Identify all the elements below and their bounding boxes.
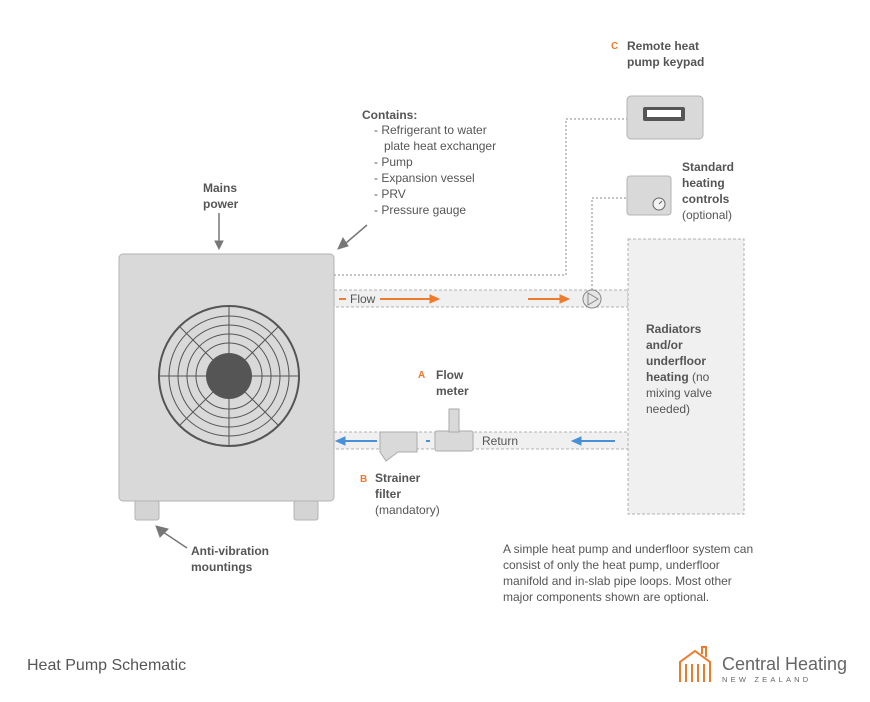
system-description: A simple heat pump and underfloor system…	[503, 542, 754, 604]
heating-controls-line: heating	[682, 176, 725, 190]
strainer-filter-label: Strainer filter (mandatory)	[375, 470, 440, 518]
radiators-label: Radiators and/or underfloor heating (no …	[646, 321, 712, 417]
flow-meter-line: Flow	[436, 368, 464, 382]
heating-controls-line: (optional)	[682, 208, 733, 222]
remote-keypad-tag: C	[611, 41, 619, 52]
remote-keypad-line: pump keypad	[627, 55, 705, 69]
heating-controls-line: controls	[682, 192, 730, 206]
return-label: Return	[482, 434, 519, 448]
mains-power-label: Mains power	[203, 180, 238, 212]
radiators-line: and/or	[646, 338, 683, 352]
strainer-filter-line: Strainer	[375, 471, 421, 485]
radiators-line: needed)	[646, 402, 691, 416]
radiators-no-word: (no	[688, 370, 710, 384]
logo-brand-text: Central Heating	[722, 654, 848, 674]
anti-vibration-mount-right	[293, 500, 319, 521]
strainer-filter-tag: B	[360, 474, 368, 485]
anti-vibration-mount-left	[134, 500, 160, 521]
company-logo: Central Heating NEW ZEALAND	[678, 650, 853, 686]
mains-power-line: power	[203, 197, 239, 211]
page-title: Heat Pump Schematic	[27, 657, 187, 674]
radiators-line: Radiators	[646, 322, 702, 336]
fan-icon	[158, 305, 300, 447]
radiators-line: heating (no	[646, 369, 712, 385]
pointer-arrows	[155, 213, 368, 549]
mains-power-line: Mains	[203, 181, 238, 195]
strainer-filter-line: filter	[375, 487, 402, 501]
contains-item: - Expansion vessel	[374, 171, 475, 185]
strainer-filter-icon	[379, 431, 418, 462]
heating-controls-label: Standard heating controls (optional)	[682, 159, 734, 223]
logo-sub-text: NEW ZEALAND	[722, 675, 812, 684]
contains-item: - Refrigerant to water	[374, 123, 487, 137]
flow-arrows	[339, 294, 571, 304]
thermostat-icon	[626, 175, 672, 216]
radiators-heating-word: heating	[646, 370, 689, 384]
flow-meter-label: Flow meter	[436, 367, 469, 399]
radiators-line: underfloor	[646, 354, 706, 368]
contains-item: - PRV	[374, 187, 406, 201]
anti-vibration-label: Anti-vibration mountings	[191, 543, 269, 575]
radiators-line: mixing valve	[646, 386, 713, 400]
anti-vibration-line: Anti-vibration	[191, 544, 269, 558]
flow-meter-tag: A	[418, 370, 426, 381]
remote-keypad-line: Remote heat	[627, 39, 700, 53]
flow-meter-line: meter	[436, 384, 469, 398]
circulator-pump-icon	[582, 289, 602, 309]
heating-controls-line: Standard	[682, 160, 735, 174]
house-chimney-logo-icon	[679, 646, 711, 682]
contains-item: plate heat exchanger	[374, 139, 497, 153]
flow-label: Flow	[350, 292, 376, 306]
anti-vibration-line: mountings	[191, 560, 253, 574]
remote-keypad-icon	[626, 95, 704, 140]
remote-keypad-label: Remote heat pump keypad	[627, 38, 704, 70]
controls-wire	[591, 197, 627, 290]
radiators-panel	[627, 238, 745, 515]
contains-item: - Pressure gauge	[374, 203, 467, 217]
contains-list: - Refrigerant to water plate heat exchan…	[374, 122, 534, 218]
contains-item: - Pump	[374, 155, 413, 169]
flow-meter-icon	[434, 408, 474, 452]
contains-heading: Contains:	[362, 108, 418, 122]
return-arrows	[334, 436, 615, 446]
strainer-filter-line: (mandatory)	[375, 503, 440, 517]
keypad-wire	[146, 118, 627, 276]
